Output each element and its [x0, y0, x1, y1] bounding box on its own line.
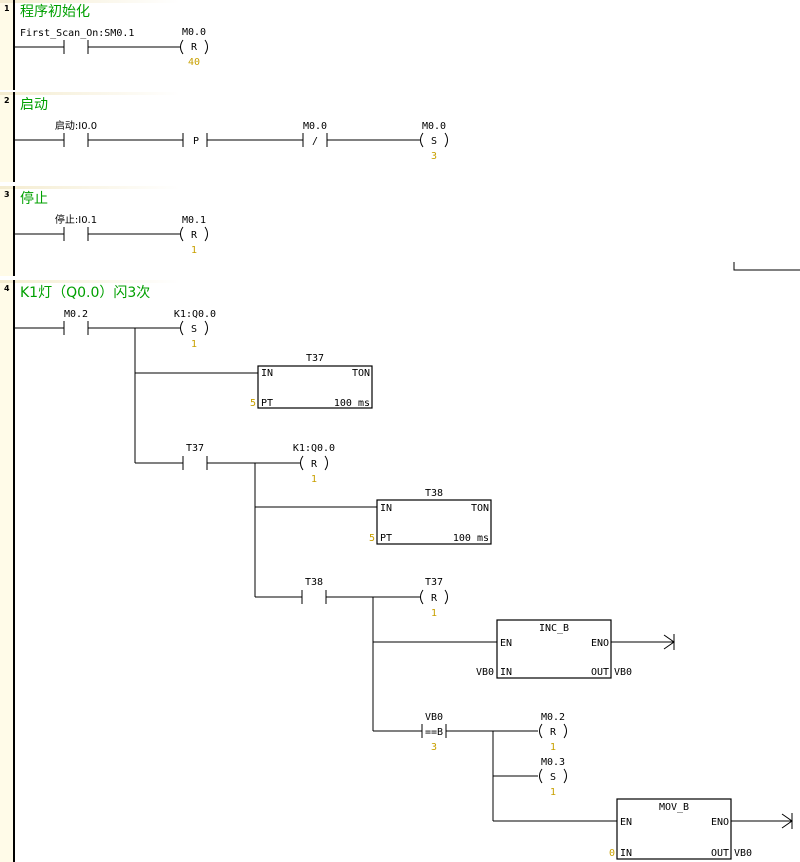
box-name: INC_B	[539, 623, 569, 634]
coil-count: 1	[191, 245, 197, 256]
network-number: 3	[4, 190, 10, 199]
network-number: 1	[4, 4, 10, 13]
coil-type: S	[191, 324, 197, 335]
coil-type: R	[191, 42, 198, 53]
contact-label: First_Scan_On:SM0.1	[20, 28, 134, 39]
coil-count: 1	[431, 608, 437, 619]
coil-count: 3	[431, 151, 437, 162]
contact-positive-edge[interactable]: P	[182, 133, 208, 147]
box-pt-label: PT	[380, 533, 392, 544]
coil-address: T37	[425, 577, 443, 588]
box-out-value: VB0	[734, 848, 752, 859]
box-in-value: VB0	[476, 667, 494, 678]
contact-stop[interactable]: 停止:I0.1	[14, 213, 180, 241]
box-eno-label: ENO	[711, 817, 729, 828]
coil-set-m03[interactable]: M0.3 S 1	[539, 757, 567, 798]
network-title: 程序初始化	[20, 3, 90, 20]
coil-reset[interactable]: M0.0 R 40	[180, 27, 208, 68]
contact-label: VB0	[425, 712, 443, 723]
coil-reset[interactable]: M0.1 R 1	[180, 215, 208, 256]
box-in-label: IN	[620, 848, 632, 859]
edge-label: P	[193, 136, 199, 147]
coil-type: R	[431, 593, 438, 604]
coil-type: R	[550, 727, 557, 738]
network-number: 4	[4, 284, 10, 293]
coil-reset-t37[interactable]: T37 R 1	[420, 577, 448, 619]
inc-b-box[interactable]: INC_B EN ENO IN OUT VB0 VB0	[476, 619, 675, 679]
network-4[interactable]: 4 K1灯（Q0.0）闪3次 M0.2 K1:Q0.0 S	[0, 280, 793, 862]
contact-label: M0.2	[64, 309, 88, 320]
box-preset: 5	[250, 398, 256, 409]
contact-label: T38	[305, 577, 323, 588]
box-pt-label: PT	[261, 398, 273, 409]
contact-start[interactable]: 启动:I0.0	[55, 119, 97, 147]
contact-t37[interactable]: T37	[182, 443, 208, 470]
box-name: T38	[425, 488, 443, 499]
box-out-value: VB0	[614, 667, 632, 678]
editor-corner-mark	[733, 262, 800, 271]
coil-count: 1	[311, 474, 317, 485]
box-name: T37	[306, 353, 324, 364]
network-number: 2	[4, 96, 10, 105]
eno-arrow-icon	[663, 634, 675, 650]
contact-label: 启动:I0.0	[55, 119, 97, 132]
contact-first-scan[interactable]: First_Scan_On:SM0.1	[14, 28, 180, 54]
negate-mark: /	[312, 136, 318, 147]
box-preset: 5	[369, 533, 375, 544]
coil-count: 1	[550, 787, 556, 798]
eno-arrow-icon	[781, 813, 793, 829]
coil-address: M0.1	[182, 215, 206, 226]
compare-value: 3	[431, 742, 437, 753]
box-in-label: IN	[500, 667, 512, 678]
coil-set[interactable]: M0.0 S 3	[420, 121, 448, 162]
timer-box-t37[interactable]: T37 IN TON PT 100 ms 5	[250, 353, 373, 409]
coil-address: M0.0	[182, 27, 206, 38]
coil-type: S	[431, 136, 437, 147]
coil-type: R	[191, 230, 198, 241]
network-1[interactable]: 1 程序初始化 First_Scan_On:SM0.1 M0.0 R 40	[0, 0, 208, 90]
box-out-label: OUT	[711, 848, 729, 859]
coil-address: M0.0	[422, 121, 446, 132]
coil-address: M0.2	[541, 712, 565, 723]
box-in-label: IN	[380, 503, 392, 514]
box-timebase: 100 ms	[453, 533, 489, 544]
network-title: K1灯（Q0.0）闪3次	[20, 285, 150, 301]
timer-box-t38[interactable]: T38 IN TON PT 100 ms 5	[369, 488, 492, 545]
box-en-label: EN	[620, 817, 632, 828]
box-type-label: TON	[471, 503, 489, 514]
coil-count: 1	[550, 742, 556, 753]
network-2[interactable]: 2 启动 启动:I0.0 P M0.0 / M0.0 S 3	[0, 92, 448, 182]
compare-op: ==B	[425, 727, 443, 738]
coil-count: 40	[188, 57, 200, 68]
contact-t38[interactable]: T38	[301, 577, 327, 604]
box-eno-label: ENO	[591, 638, 609, 649]
box-in-label: IN	[261, 368, 273, 379]
contact-m02[interactable]: M0.2	[63, 309, 89, 335]
coil-address: K1:Q0.0	[174, 309, 216, 320]
coil-count: 1	[191, 339, 197, 350]
box-en-label: EN	[500, 638, 512, 649]
box-in-value: 0	[609, 848, 615, 859]
box-out-label: OUT	[591, 667, 609, 678]
network-title: 启动	[20, 97, 48, 113]
box-name: MOV_B	[659, 802, 689, 813]
coil-type: S	[550, 772, 556, 783]
compare-contact-vb0[interactable]: VB0 ==B 3	[421, 712, 447, 753]
contact-label: T37	[186, 443, 204, 454]
network-3[interactable]: 3 停止 停止:I0.1 M0.1 R 1	[0, 186, 800, 276]
coil-type: R	[311, 459, 318, 470]
mov-b-box[interactable]: MOV_B EN ENO IN OUT 0 VB0	[609, 798, 793, 860]
coil-address: K1:Q0.0	[293, 443, 335, 454]
coil-address: M0.3	[541, 757, 565, 768]
contact-label: 停止:I0.1	[55, 213, 97, 226]
contact-m00-negated[interactable]: M0.0 /	[302, 121, 328, 147]
box-timebase: 100 ms	[334, 398, 370, 409]
box-type-label: TON	[352, 368, 370, 379]
coil-reset-m02[interactable]: M0.2 R 1	[539, 712, 567, 753]
contact-label: M0.0	[303, 121, 327, 132]
coil-reset-k1[interactable]: K1:Q0.0 R 1	[293, 443, 335, 485]
network-title: 停止	[20, 190, 48, 207]
coil-set-k1[interactable]: K1:Q0.0 S 1	[174, 309, 216, 350]
